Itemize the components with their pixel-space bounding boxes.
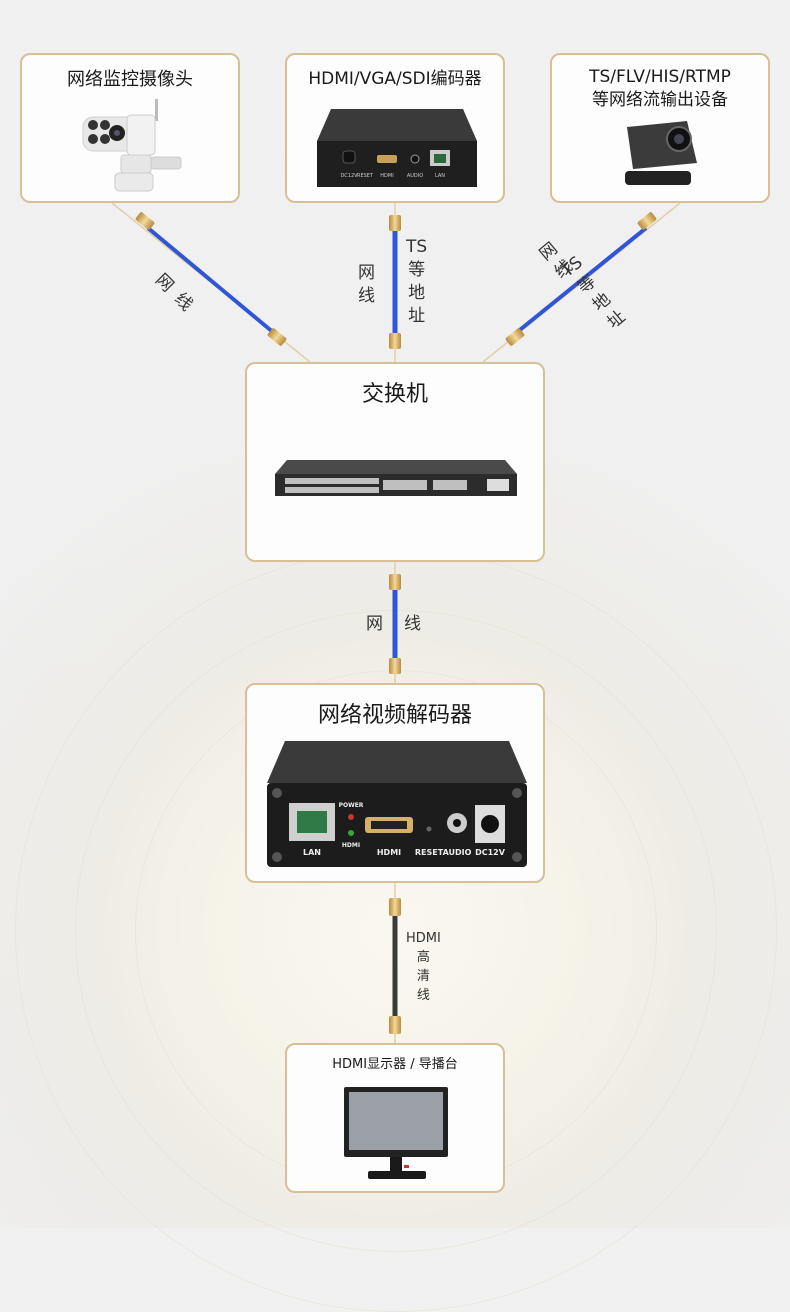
camera-icon [82, 99, 182, 192]
node-camera: 网络监控摄像头 [20, 53, 240, 203]
port-label: HDMI [342, 842, 360, 849]
cable-switch-decoder [389, 562, 401, 685]
node-title-line1: TS/FLV/HIS/RTMP [589, 67, 731, 87]
port-label: HDMI [377, 848, 401, 857]
port-label: AUDIO [443, 848, 472, 857]
node-decoder: 网络视频解码器 LAN POWER HDMI HDMI RESET AUDIO … [245, 683, 545, 883]
node-encoder: HDMI/VGA/SDI编码器 DC12V RESET HDMI AUDIO L… [285, 53, 505, 203]
cable-decoder-display [389, 882, 401, 1045]
node-title: 网络监控摄像头 [67, 69, 193, 90]
cable-encoder-switch [389, 203, 401, 362]
port-label: RESET [357, 173, 374, 179]
encoder-device-icon: DC12V RESET HDMI AUDIO LAN [317, 109, 477, 187]
cable-streamer-switch [482, 202, 681, 363]
node-title: HDMI/VGA/SDI编码器 [308, 69, 482, 89]
port-label: DC12V [340, 173, 358, 179]
cable-camera-switch [111, 202, 311, 363]
node-title: 网络视频解码器 [317, 703, 472, 728]
link-label-encoder-left: 网 线 [358, 263, 375, 306]
network-switch-icon [275, 460, 517, 496]
link-label-lan-b: 线 [404, 614, 421, 634]
cables-layer [111, 202, 681, 1045]
port-label: RESET [415, 848, 444, 857]
port-label: POWER [339, 802, 364, 809]
link-label-hdmi: HDMI 高 清 线 [406, 931, 441, 1003]
monitor-icon [344, 1087, 448, 1179]
node-title-line2: 等网络流输出设备 [592, 90, 728, 110]
node-title: 交换机 [361, 382, 428, 407]
node-display: HDMI显示器 / 导播台 [285, 1043, 505, 1193]
conference-camera-icon [625, 121, 697, 185]
decoder-device-icon: LAN POWER HDMI HDMI RESET AUDIO DC12V [267, 741, 527, 867]
node-title: HDMI显示器 / 导播台 [332, 1057, 458, 1072]
port-label: HDMI [380, 173, 393, 179]
node-streamer: TS/FLV/HIS/RTMP 等网络流输出设备 [550, 53, 770, 203]
link-label-lan-a: 网 [366, 614, 383, 634]
port-label: LAN [303, 848, 321, 857]
link-label-encoder-right: TS 等 地 址 [406, 237, 428, 326]
port-label: AUDIO [407, 173, 423, 179]
port-label: LAN [435, 173, 445, 179]
node-switch: 交换机 [245, 362, 545, 562]
port-label: DC12V [475, 848, 506, 857]
